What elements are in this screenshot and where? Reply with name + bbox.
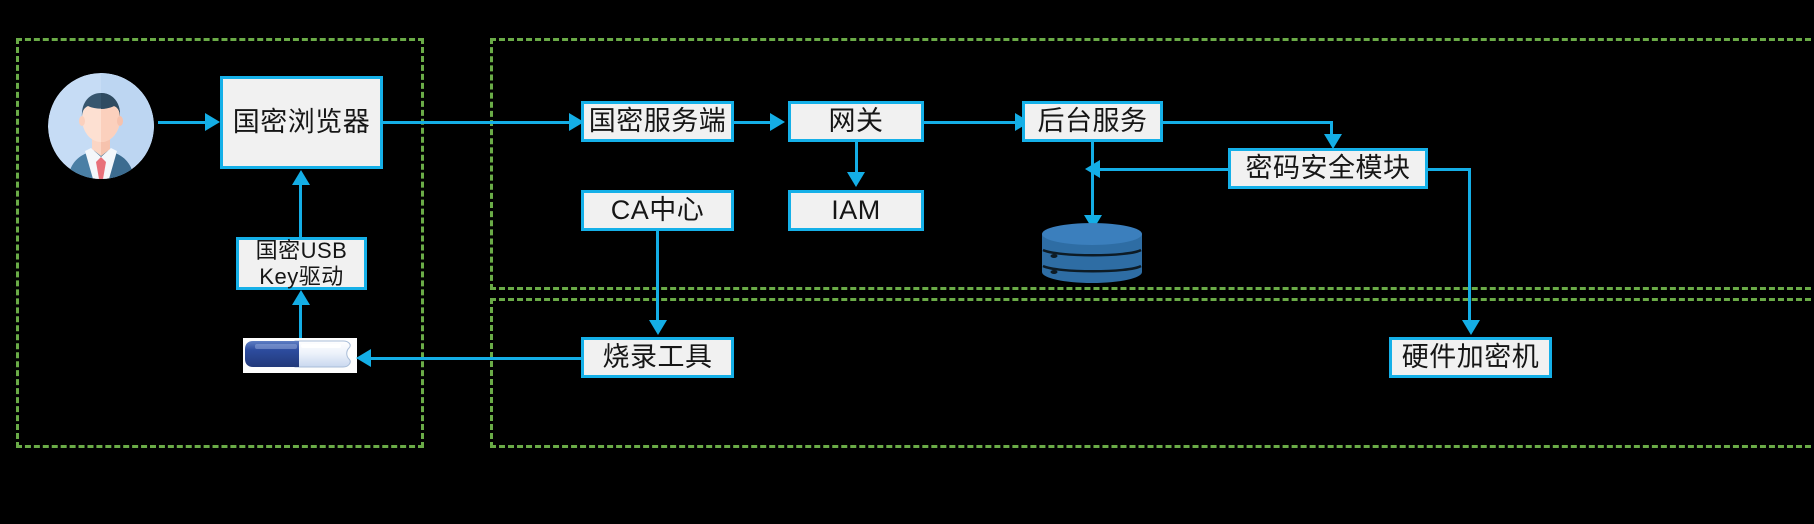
edge-user-browser xyxy=(158,121,206,124)
usb-key-icon xyxy=(243,338,357,373)
edge-driver-browser-arrowhead xyxy=(292,170,310,185)
zone-server xyxy=(490,38,1814,290)
edge-backend-database xyxy=(1091,142,1094,219)
zone-infrastructure xyxy=(490,298,1814,448)
node-gm-browser[interactable]: 国密浏览器 xyxy=(220,76,383,169)
edge-burntool-usbkey-arrowhead xyxy=(356,349,371,367)
node-usbkey-driver[interactable]: 国密USB Key驱动 xyxy=(236,237,367,290)
edge-browser-gmserver-arrowhead xyxy=(569,113,584,131)
edge-burntool-usbkey xyxy=(369,357,581,360)
edge-gateway-iam-arrowhead xyxy=(847,172,865,187)
edge-backend-crypto-v xyxy=(1330,121,1333,139)
node-backend-service[interactable]: 后台服务 xyxy=(1022,101,1163,142)
edge-gateway-iam xyxy=(855,142,858,175)
node-crypto-security-module[interactable]: 密码安全模块 xyxy=(1228,148,1428,189)
edge-usbdevice-driver-arrowhead xyxy=(292,290,310,305)
edge-user-browser-arrowhead xyxy=(205,113,220,131)
edge-gmserver-gateway xyxy=(734,121,772,124)
node-hardware-encryptor[interactable]: 硬件加密机 xyxy=(1389,337,1552,378)
edge-backend-crypto-h xyxy=(1163,121,1333,124)
edge-browser-gmserver xyxy=(383,121,574,124)
edge-gmserver-gateway-arrowhead xyxy=(770,113,785,131)
edge-gateway-backend xyxy=(924,121,1019,124)
node-gm-server[interactable]: 国密服务端 xyxy=(581,101,734,142)
node-gateway[interactable]: 网关 xyxy=(788,101,924,142)
edge-crypto-hsm-v xyxy=(1468,168,1471,323)
node-ca-center[interactable]: CA中心 xyxy=(581,190,734,231)
edge-ca-burntool xyxy=(656,231,659,323)
edge-crypto-hsm-arrowhead xyxy=(1462,320,1480,335)
node-burn-tool[interactable]: 烧录工具 xyxy=(581,337,734,378)
edge-driver-browser xyxy=(299,185,302,237)
node-iam[interactable]: IAM xyxy=(788,190,924,231)
user-avatar-icon xyxy=(48,73,154,179)
edge-crypto-backend-h xyxy=(1098,168,1228,171)
zone-client xyxy=(16,38,424,448)
edge-ca-burntool-arrowhead xyxy=(649,320,667,335)
edge-crypto-hsm-h xyxy=(1428,168,1471,171)
edge-backend-crypto-arrowhead xyxy=(1324,134,1342,149)
database-icon xyxy=(1040,222,1144,284)
edge-usbdevice-driver xyxy=(299,305,302,343)
